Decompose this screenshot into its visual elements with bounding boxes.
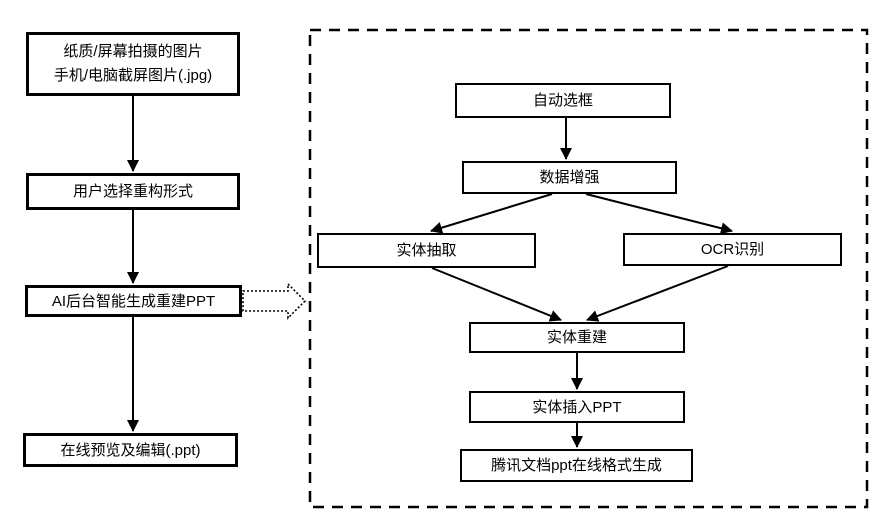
node-ocr-recognition: OCR识别	[623, 233, 842, 266]
arrow-extract-to-rebuild	[431, 267, 562, 322]
node-online-preview-edit: 在线预览及编辑(.ppt)	[23, 433, 238, 467]
node-entity-extraction: 实体抽取	[317, 233, 536, 268]
node-entity-insert-ppt: 实体插入PPT	[469, 391, 685, 423]
node-auto-select-frame: 自动选框	[455, 83, 671, 118]
node-entity-extraction-label: 实体抽取	[396, 242, 457, 259]
node-entity-rebuild-label: 实体重建	[546, 329, 607, 346]
node-source-images-line2: 手机/电脑截屏图片(.jpg)	[53, 67, 213, 84]
node-data-augmentation: 数据增强	[462, 161, 677, 194]
node-source-images-line1: 纸质/屏幕拍摄的图片	[63, 43, 203, 60]
node-auto-select-frame-label: 自动选框	[532, 92, 593, 109]
node-user-choose-format-label: 用户选择重构形式	[72, 183, 193, 200]
node-tencent-doc-ppt-generate-label: 腾讯文档ppt在线格式生成	[491, 457, 662, 474]
node-user-choose-format: 用户选择重构形式	[26, 173, 240, 210]
node-ocr-recognition-label: OCR识别	[700, 241, 765, 258]
node-ai-generate-ppt: AI后台智能生成重建PPT	[25, 285, 242, 317]
arrows	[127, 96, 733, 448]
node-online-preview-edit-label: 在线预览及编辑(.ppt)	[60, 441, 201, 459]
node-entity-insert-ppt-label: 实体插入PPT	[532, 398, 622, 416]
dotted-block-arrow	[242, 282, 307, 320]
node-entity-rebuild: 实体重建	[469, 322, 685, 353]
node-data-augmentation-label: 数据增强	[539, 169, 600, 186]
arrow-ocr-to-rebuild	[586, 265, 729, 322]
detail-flow-dashed-border	[308, 28, 869, 509]
node-ai-generate-ppt-label: AI后台智能生成重建PPT	[51, 292, 216, 310]
node-tencent-doc-ppt-generate: 腾讯文档ppt在线格式生成	[460, 449, 693, 482]
node-source-images: 纸质/屏幕拍摄的图片 手机/电脑截屏图片(.jpg)	[26, 32, 240, 96]
arrow-augment-to-extract	[430, 193, 553, 234]
arrow-augment-to-ocr	[585, 193, 733, 235]
